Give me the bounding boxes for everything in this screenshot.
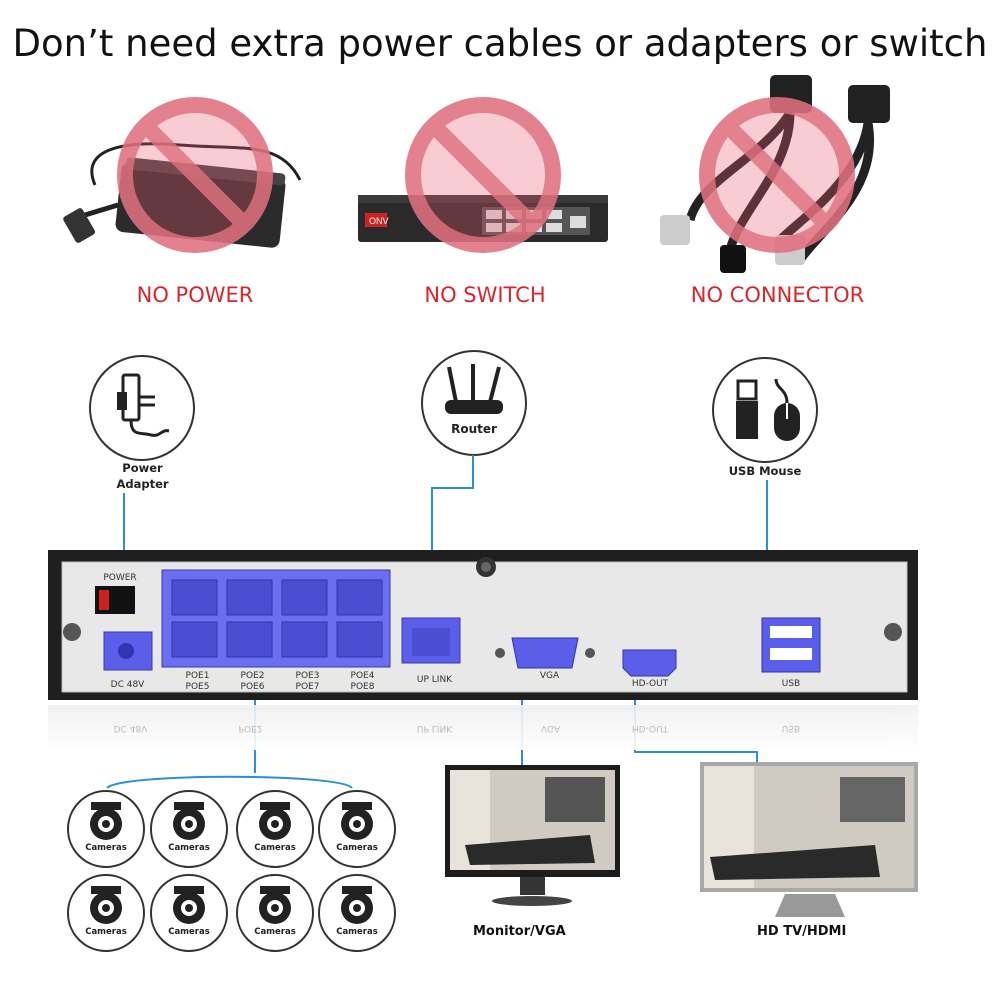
camera-label: Cameras	[85, 843, 127, 853]
tv-image	[700, 762, 918, 917]
poe-label-2-top: POE2	[240, 671, 265, 681]
poe-label-4-bottom: POE8	[350, 682, 375, 692]
no-switch-label: NO SWITCH	[424, 283, 546, 307]
reflection-uplink-label: UP LINK	[416, 723, 453, 733]
camera-icon	[173, 802, 205, 840]
vga-label: VGA	[539, 671, 560, 681]
power-adapter-label: Power Adapter	[116, 461, 169, 491]
monitor-image	[445, 765, 620, 906]
usb-mouse-label: USB Mouse	[728, 464, 802, 478]
hdout-label: HD-OUT	[631, 679, 669, 689]
reflection-dc-label: DC 48V	[113, 723, 148, 733]
prohibition-sign-icon	[117, 97, 855, 253]
monitor-label: Monitor/VGA	[473, 924, 566, 939]
switch-brand: ONV	[369, 216, 389, 226]
router-circle: Router	[421, 350, 527, 456]
camera-label: Cameras	[254, 843, 296, 853]
poe-label-3-bottom: POE7	[295, 682, 320, 692]
power-switch-label: POWER	[103, 573, 137, 583]
camera-label: Cameras	[168, 843, 210, 853]
camera-label: Cameras	[254, 927, 296, 937]
dc-port-label: DC 48V	[110, 680, 145, 690]
camera-icon	[341, 886, 373, 924]
reflection-hdout-label: HD-OUT	[631, 723, 669, 733]
camera-icon	[173, 886, 205, 924]
camera-circle: Cameras	[318, 790, 396, 868]
no-power-label: NO POWER	[136, 283, 254, 307]
camera-circle: Cameras	[67, 874, 145, 952]
poe-splitter-cable-image	[660, 75, 890, 273]
camera-icon	[90, 802, 122, 840]
no-connector-label: NO CONNECTOR	[690, 283, 865, 307]
poe-label-3-top: POE3	[295, 671, 320, 681]
camera-label: Cameras	[168, 927, 210, 937]
router-label: Router	[451, 422, 497, 436]
reflection-usb-label: USB	[781, 723, 801, 733]
no-items-illustration: ONV	[63, 75, 890, 273]
camera-icon	[341, 802, 373, 840]
reflection-vga-label: VGA	[540, 723, 561, 733]
power-adapter-icon	[117, 373, 170, 437]
camera-icon	[90, 886, 122, 924]
poe-label-4-top: POE4	[350, 671, 375, 681]
reflection-poe-label: POE2	[238, 723, 263, 733]
camera-label: Cameras	[336, 843, 378, 853]
vga-port	[511, 637, 579, 669]
camera-circle: Cameras	[150, 874, 228, 952]
poe-label-1-top: POE1	[185, 671, 210, 681]
usb-mouse-circle	[712, 357, 818, 463]
panel-reflection: DC 48V POE2 UP LINK VGA HD-OUT USB	[48, 705, 918, 750]
usb-label: USB	[781, 679, 801, 689]
router-icon	[445, 364, 503, 414]
camera-circle: Cameras	[236, 874, 314, 952]
camera-circle: Cameras	[150, 790, 228, 868]
camera-circle: Cameras	[236, 790, 314, 868]
nvr-back-panel	[48, 550, 918, 700]
power-adapter-circle	[89, 355, 195, 461]
hdmi-port	[622, 649, 677, 677]
headline: Don’t need extra power cables or adapter…	[12, 22, 988, 65]
usb-mouse-icon	[736, 378, 800, 441]
poe-label-2-bottom: POE6	[240, 682, 265, 692]
camera-bus-line	[106, 775, 353, 789]
camera-label: Cameras	[85, 927, 127, 937]
camera-label: Cameras	[336, 927, 378, 937]
camera-icon	[259, 886, 291, 924]
uplink-label: UP LINK	[416, 675, 453, 685]
camera-circle: Cameras	[318, 874, 396, 952]
tv-label: HD TV/HDMI	[757, 924, 847, 939]
camera-icon	[259, 802, 291, 840]
poe-label-1-bottom: POE5	[185, 682, 210, 692]
camera-circle: Cameras	[67, 790, 145, 868]
